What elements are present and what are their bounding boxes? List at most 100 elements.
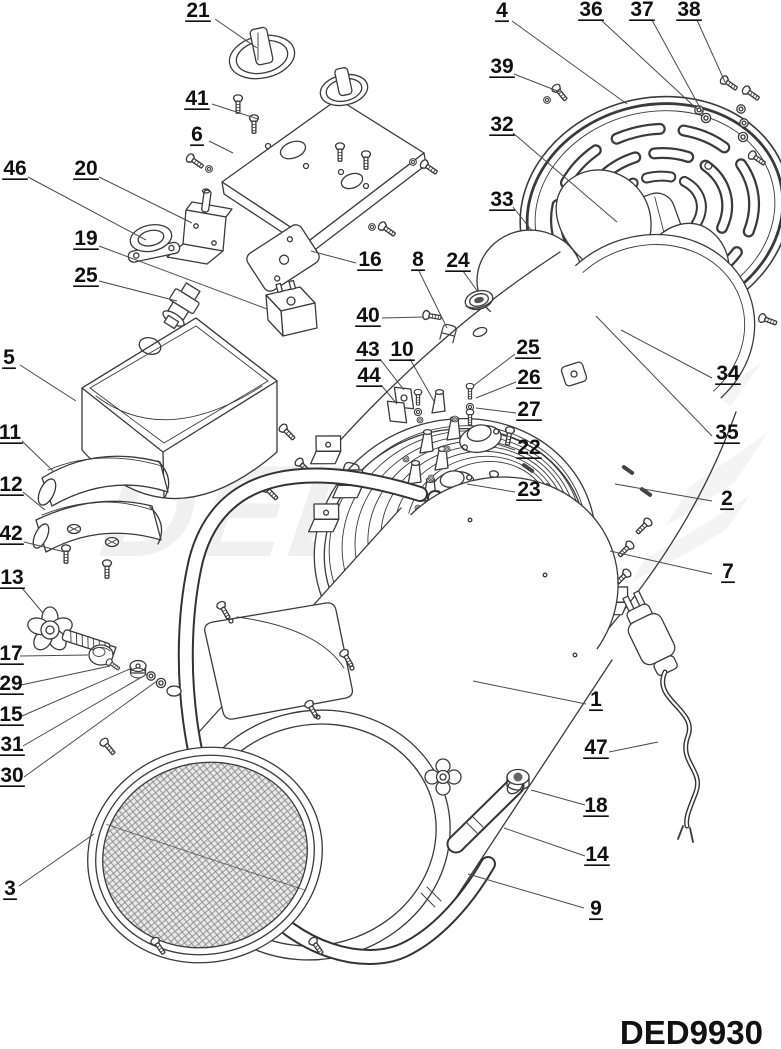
part-label-3: 3 <box>4 877 16 900</box>
leader-line-4 <box>511 20 628 105</box>
part-label-16: 16 <box>358 248 381 271</box>
control-knob-large <box>228 26 296 80</box>
leader-line-3 <box>18 833 95 887</box>
part-label-40: 40 <box>356 304 379 327</box>
part-label-17: 17 <box>0 642 23 665</box>
leader-line-16 <box>310 250 357 264</box>
leader-line-33 <box>512 206 533 232</box>
leader-line-31 <box>22 673 148 747</box>
clamp-knob <box>424 758 462 796</box>
intake-mesh <box>87 746 323 964</box>
leader-line-11 <box>21 440 54 472</box>
leader-line-41 <box>211 103 259 120</box>
cable-clamp <box>127 224 181 263</box>
part-label-6: 6 <box>191 123 203 146</box>
housing-screw <box>97 736 118 758</box>
leader-line-2 <box>614 483 713 502</box>
bushing <box>129 659 147 679</box>
part-label-2: 2 <box>721 487 733 510</box>
leader-line-47 <box>608 741 659 753</box>
part-label-36: 36 <box>579 0 602 21</box>
leader-line-14 <box>503 827 586 857</box>
part-label-38: 38 <box>677 0 701 21</box>
leader-line-17 <box>19 654 89 657</box>
model-number: DED9930 <box>620 1014 763 1049</box>
leader-line-6 <box>208 140 234 154</box>
part-label-29: 29 <box>0 672 23 695</box>
part-label-34: 34 <box>716 362 740 385</box>
part-label-22: 22 <box>517 436 540 459</box>
leader-line-1 <box>472 680 587 705</box>
tube-frame <box>186 476 488 957</box>
leader-line-5 <box>19 364 77 402</box>
leader-line-39 <box>513 73 561 93</box>
control-plate <box>184 94 440 253</box>
part-label-31: 31 <box>0 733 24 756</box>
leader-line-30 <box>23 680 158 778</box>
mounting-plate-16 <box>246 224 320 292</box>
part-label-12: 12 <box>0 473 23 496</box>
leader-line-36 <box>600 19 698 110</box>
leader-line-26 <box>475 381 517 399</box>
part-label-32: 32 <box>490 113 513 136</box>
handle-grip-lower <box>32 500 163 553</box>
leader-line-18 <box>530 789 586 806</box>
leader-line-46 <box>27 176 147 241</box>
grommet-24 <box>464 289 494 311</box>
part-label-13: 13 <box>0 566 23 589</box>
part-label-24: 24 <box>446 249 470 272</box>
part-label-1: 1 <box>590 688 602 711</box>
part-label-35: 35 <box>715 421 739 444</box>
handle-grip-upper <box>37 455 170 507</box>
electrical-box <box>81 317 278 500</box>
part-label-21: 21 <box>186 0 210 22</box>
leader-line-40 <box>381 316 425 319</box>
hinge-bracket <box>166 188 233 265</box>
part-label-9: 9 <box>590 897 602 920</box>
part-label-11: 11 <box>0 421 21 444</box>
leader-line-13 <box>21 587 44 614</box>
leader-lines <box>18 18 726 909</box>
leader-line-15 <box>21 667 133 717</box>
ceramic-insulators <box>386 382 475 512</box>
part-label-25-left: 25 <box>74 264 98 287</box>
part-label-39: 39 <box>490 55 513 78</box>
leader-line-43 <box>379 358 405 391</box>
leader-line-10 <box>409 358 436 404</box>
part-label-25-right: 25 <box>516 336 540 359</box>
part-label-4: 4 <box>496 0 508 22</box>
control-knob-small <box>319 67 369 107</box>
part-label-10: 10 <box>390 338 413 361</box>
leader-line-32 <box>512 132 618 223</box>
leader-line-21 <box>214 18 258 49</box>
leader-line-35 <box>595 315 713 437</box>
leader-line-9 <box>467 873 585 909</box>
part-label-26: 26 <box>517 366 540 389</box>
part-label-30: 30 <box>0 764 23 787</box>
part-label-41: 41 <box>185 87 209 110</box>
part-label-8: 8 <box>412 248 424 271</box>
nut <box>155 677 167 689</box>
part-label-7: 7 <box>722 560 734 583</box>
leader-line-38 <box>696 19 726 83</box>
part-label-33: 33 <box>490 188 513 211</box>
leader-line-42 <box>23 541 66 553</box>
housing-window <box>204 602 354 720</box>
part-label-23: 23 <box>517 478 540 501</box>
washer <box>146 671 156 681</box>
leader-line-27 <box>475 407 517 414</box>
part-label-44: 44 <box>357 364 381 387</box>
part-label-47: 47 <box>584 736 607 759</box>
leader-line-25-left <box>98 280 178 302</box>
part-label-42: 42 <box>0 522 23 545</box>
cable-grommet <box>506 768 530 791</box>
part-label-27: 27 <box>517 398 540 421</box>
axle-boss <box>166 685 182 697</box>
leader-line-12 <box>22 491 46 511</box>
leader-line-34 <box>620 329 713 379</box>
leader-line-29 <box>20 665 111 686</box>
cable-gland <box>162 282 201 330</box>
leader-line-44 <box>380 384 398 405</box>
grip-screw <box>60 544 72 564</box>
